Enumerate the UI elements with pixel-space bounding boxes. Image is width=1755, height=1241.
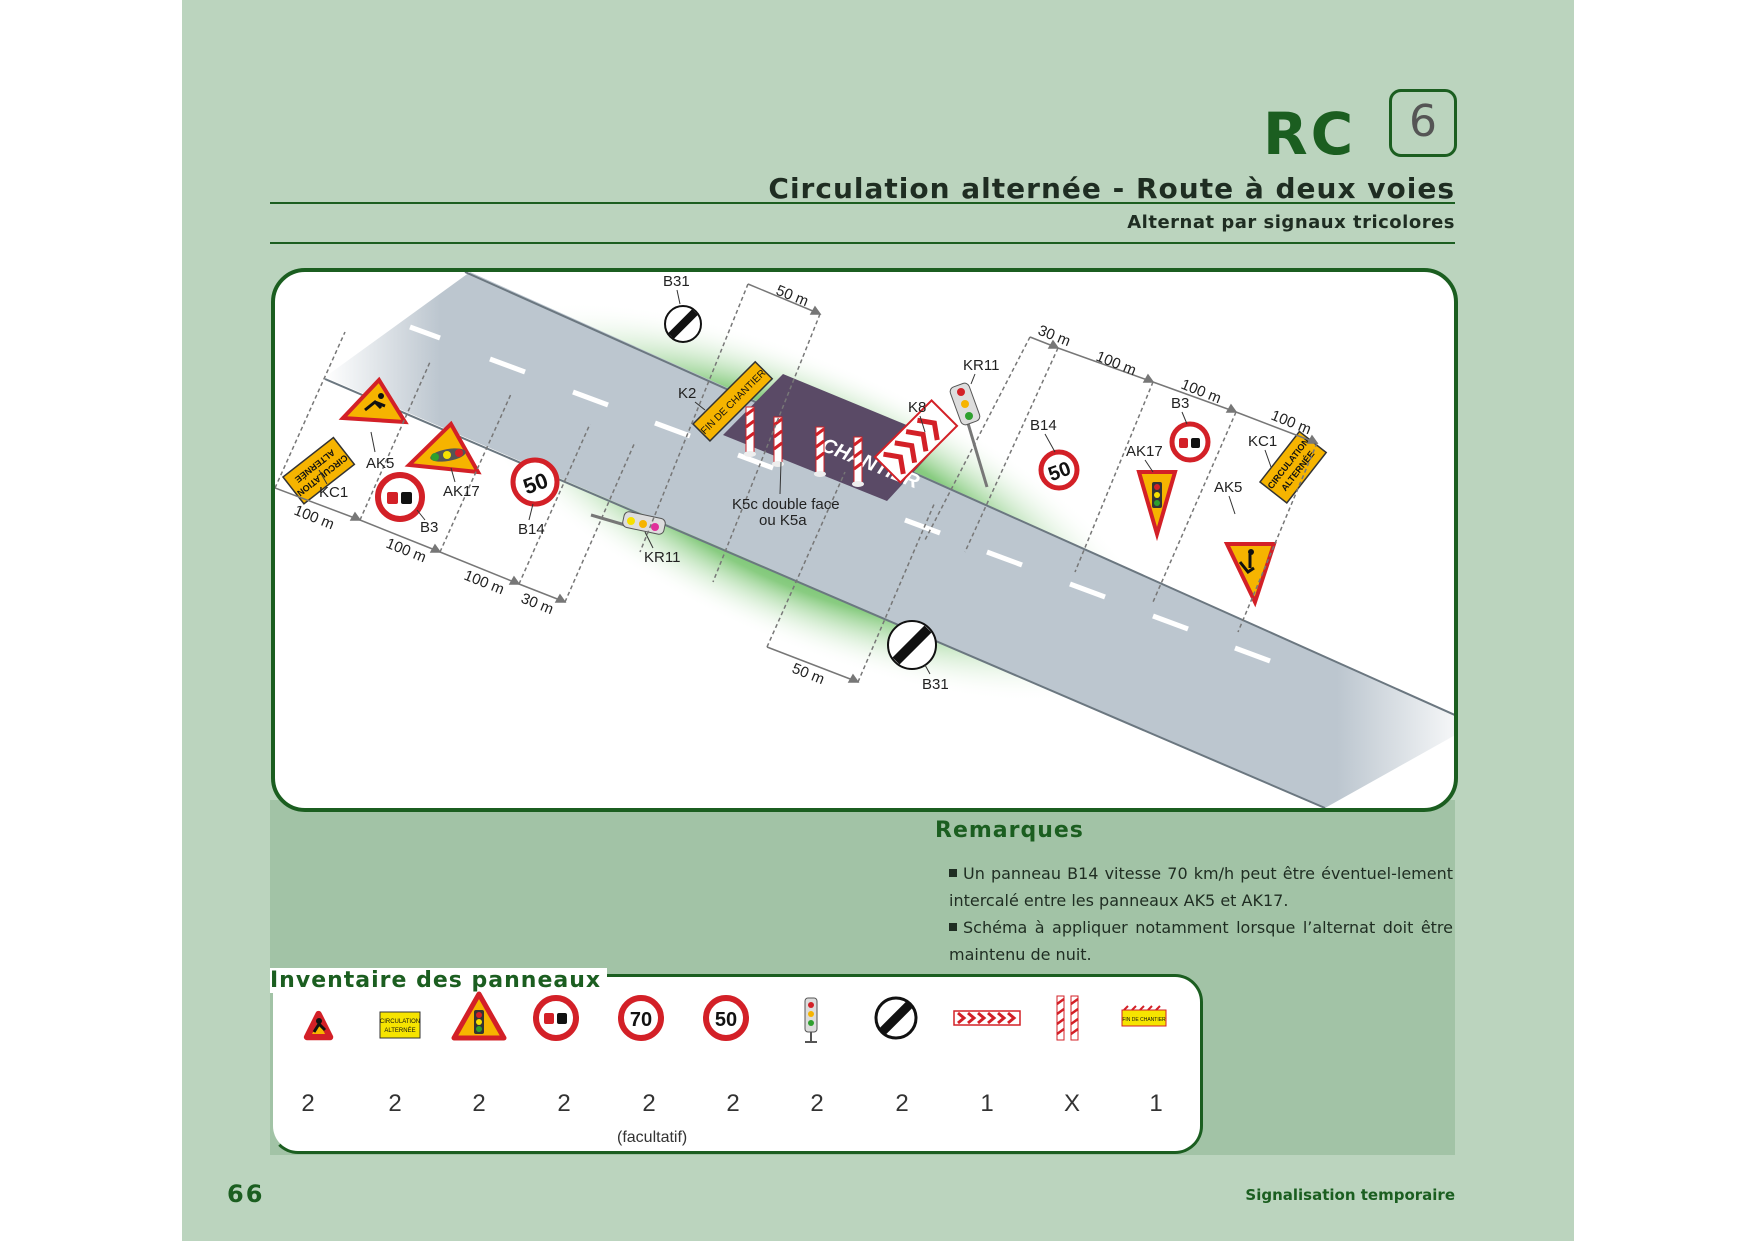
sheet-number: 6	[1389, 89, 1457, 157]
remark-item-1: Un panneau B14 vitesse 70 km/h peut être…	[949, 860, 1453, 914]
label-k5c-line2: ou K5a	[759, 512, 807, 529]
diagram-svg: CHANTIER FIN DE CHANTIER	[275, 272, 1454, 808]
label-b3-right: B3	[1171, 395, 1189, 412]
label-k2: K2	[678, 385, 696, 402]
count-b14-50: 2	[726, 1090, 740, 1117]
bullet-icon	[949, 869, 957, 877]
label-b31-bottom: B31	[922, 676, 949, 693]
label-ak17-left: AK17	[443, 483, 480, 500]
label-kr11-right: KR11	[963, 357, 999, 374]
b14-sign-right: 50	[1038, 449, 1080, 491]
count-ak5: 2	[301, 1090, 315, 1117]
distance-arrows	[275, 283, 1319, 683]
count-k5c: X	[1063, 1090, 1080, 1117]
label-kc1-left: KC1	[319, 484, 348, 501]
k2-fin-de-chantier-icon: FIN DE CHANTIER	[1121, 1005, 1167, 1027]
label-b14-right: B14	[1030, 417, 1057, 434]
ak5-sign-left	[338, 376, 409, 425]
optional-note: (facultatif)	[617, 1129, 688, 1146]
ak5-roadworks-icon	[303, 1010, 334, 1041]
remarks-title: Remarques	[935, 818, 1084, 843]
count-k8: 1	[980, 1090, 994, 1117]
count-b14-70: 2	[642, 1090, 656, 1117]
kc1-sign-right: CIRCULATION ALTERNÉE	[1258, 430, 1328, 504]
b3-sign-right	[1169, 421, 1211, 463]
dist-100-r1: 100 m	[1094, 348, 1139, 379]
remarks-list: Un panneau B14 vitesse 70 km/h peut être…	[949, 860, 1453, 968]
label-kc1-right: KC1	[1248, 433, 1277, 450]
b3-sign-left	[375, 472, 425, 522]
subtitle-divider	[270, 242, 1455, 244]
dist-100-l2: 100 m	[384, 535, 429, 566]
b31-sign-bottom	[887, 620, 937, 670]
bullet-icon	[949, 923, 957, 931]
b31-end-of-restrictions-icon	[874, 996, 918, 1040]
ak17-traffic-light-warning-icon	[451, 991, 507, 1041]
b31-sign-top	[664, 305, 702, 343]
distance-guides	[275, 283, 1318, 683]
remark-text-2: Schéma à appliquer notamment lorsque l’a…	[949, 918, 1453, 964]
dist-50-top: 50 m	[774, 282, 811, 310]
b14-speed-70-icon: 70	[618, 995, 664, 1041]
page-subtitle: Alternat par signaux tricolores	[1127, 212, 1455, 233]
kr11-sign-left	[590, 511, 666, 535]
label-ak17-right: AK17	[1126, 443, 1163, 460]
remark-item-2: Schéma à appliquer notamment lorsque l’a…	[949, 914, 1453, 968]
kr11-sign-right	[949, 382, 989, 488]
sheet-code: RC	[1263, 100, 1357, 168]
kc1-icon-line2: ALTERNÉE	[384, 1027, 415, 1034]
page-title: Circulation alternée - Route à deux voie…	[768, 172, 1455, 205]
label-kr11-left: KR11	[644, 549, 680, 566]
k2-icon-text: FIN DE CHANTIER	[1122, 1017, 1166, 1023]
ak17-sign-left	[404, 420, 482, 475]
kc1-sign-left: CIRCULATION ALTERNÉE	[281, 436, 356, 505]
k8-barrier	[873, 399, 959, 484]
footer-title: Signalisation temporaire	[1245, 1186, 1455, 1204]
b14-speed-50-icon: 50	[703, 995, 749, 1041]
k5c-cone-post-icon	[1056, 995, 1079, 1041]
b14-sign-left: 50	[510, 457, 560, 507]
label-ak5-right: AK5	[1214, 479, 1242, 496]
dist-100-l1: 100 m	[292, 502, 337, 533]
label-b3-left: B3	[420, 519, 438, 536]
remark-text-1: Un panneau B14 vitesse 70 km/h peut être…	[949, 864, 1453, 910]
page-number: 66	[227, 1180, 265, 1208]
kc1-icon-line1: CIRCULATION	[380, 1019, 420, 1025]
count-b3: 2	[557, 1090, 571, 1117]
page: RC 6 Circulation alternée - Route à deux…	[182, 0, 1574, 1241]
kc1-circulation-alternee-icon: CIRCULATION ALTERNÉE	[379, 1011, 421, 1039]
label-k5c-line1: K5c double face	[732, 496, 840, 513]
road	[325, 272, 1454, 808]
dist-100-l3: 100 m	[462, 567, 507, 598]
ak17-sign-right	[1136, 470, 1178, 542]
inventory-title: Inventaire des panneaux	[270, 968, 608, 993]
title-divider	[270, 202, 1455, 204]
inventory-icons: CIRCULATION ALTERNÉE 70 50	[303, 991, 1167, 1043]
kr11-traffic-light-icon	[804, 997, 818, 1043]
dist-50-bottom: 50 m	[790, 660, 827, 688]
layout-diagram: CHANTIER FIN DE CHANTIER	[271, 268, 1458, 812]
dist-30-left: 30 m	[519, 590, 556, 618]
ak5-sign-right	[1223, 542, 1277, 608]
label-b31-top: B31	[663, 273, 690, 290]
count-ak17: 2	[472, 1090, 486, 1117]
k8-chevron-barrier-icon	[953, 1010, 1021, 1026]
count-kc1: 2	[388, 1090, 402, 1117]
speed-70-text: 70	[630, 1009, 652, 1031]
k5c-posts	[744, 406, 864, 487]
count-k2: 1	[1149, 1090, 1163, 1117]
lane-markings	[409, 324, 1271, 664]
label-ak5-left: AK5	[366, 455, 394, 472]
label-k8: K8	[908, 399, 926, 416]
count-b31: 2	[895, 1090, 909, 1117]
label-b14-left: B14	[518, 521, 545, 538]
speed-50-text: 50	[715, 1009, 737, 1031]
b3-no-overtaking-icon	[533, 995, 579, 1041]
count-kr11: 2	[810, 1090, 824, 1117]
